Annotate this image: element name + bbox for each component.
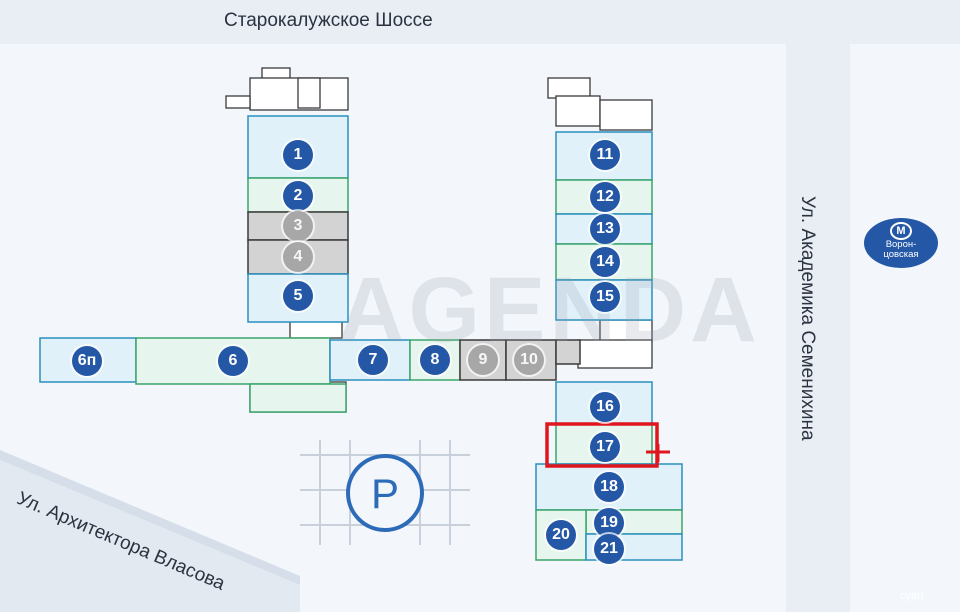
unit-badge-15[interactable]: 15 — [590, 282, 620, 312]
unit-badge-8[interactable]: 8 — [420, 345, 450, 375]
unit-badge-4[interactable]: 4 — [283, 242, 313, 272]
unit-badge-1[interactable]: 1 — [283, 140, 313, 170]
road-right — [786, 44, 850, 612]
unit-badge-18[interactable]: 18 — [594, 472, 624, 502]
unit-badge-12[interactable]: 12 — [590, 182, 620, 212]
parking-sign — [346, 454, 424, 532]
unit-badge-19[interactable]: 19 — [594, 508, 624, 538]
road-bottom-left-edge — [0, 450, 300, 585]
footer-watermark: cyan — [900, 590, 924, 602]
unit-badge-17[interactable]: 17 — [590, 432, 620, 462]
parking-symbol: P — [371, 470, 399, 517]
road-label-top: Старокалужское Шоссе — [224, 10, 433, 31]
watermark: AGENDA — [338, 259, 761, 361]
entrance-marker — [646, 444, 670, 462]
unit-badge-5[interactable]: 5 — [283, 281, 313, 311]
unit-badge-7[interactable]: 7 — [358, 345, 388, 375]
road-label-right: Ул. Академика Семенихина — [797, 196, 818, 441]
road-top — [0, 0, 960, 44]
unit-badge-10[interactable]: 10 — [514, 345, 544, 375]
metro-station-badge: M Ворон- цовская — [864, 218, 938, 268]
unit-badge-14[interactable]: 14 — [590, 247, 620, 277]
unit-badge-13[interactable]: 13 — [590, 214, 620, 244]
unit-badge-20[interactable]: 20 — [546, 520, 576, 550]
corridor-10 — [555, 339, 581, 365]
metro-icon: M — [890, 222, 912, 240]
unit-badge-6[interactable]: 6 — [218, 346, 248, 376]
rooms-left-wing — [247, 115, 349, 323]
unit-badge-3[interactable]: 3 — [283, 211, 313, 241]
unit-badge-11[interactable]: 11 — [590, 140, 620, 170]
room-6-extension — [249, 383, 347, 413]
unit-badge-9[interactable]: 9 — [468, 345, 498, 375]
unit-badge-2[interactable]: 2 — [283, 181, 313, 211]
road-bottom-left — [0, 460, 300, 612]
unit-badge-6p[interactable]: 6п — [72, 346, 102, 376]
unit-badge-21[interactable]: 21 — [594, 534, 624, 564]
unit-badge-16[interactable]: 16 — [590, 392, 620, 422]
metro-station-line1: Ворон- — [885, 239, 917, 250]
metro-station-line2: цовская — [883, 249, 919, 260]
